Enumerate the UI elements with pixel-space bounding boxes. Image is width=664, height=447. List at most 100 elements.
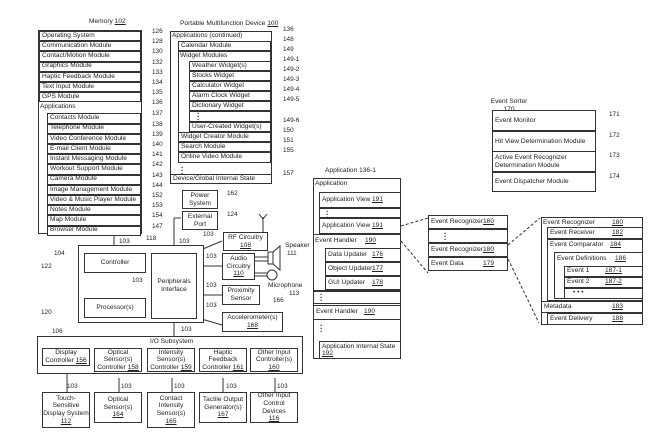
device-module-item: Search Module (178, 142, 271, 153)
memory-title: Memory 102 (89, 18, 126, 25)
bus-ref: 103 (206, 253, 217, 260)
ref-number: 182 (612, 228, 624, 236)
processor-ref: 120 (41, 309, 52, 316)
controller-label-line: Controller 161 (202, 364, 243, 372)
label: Event Delivery (550, 314, 593, 322)
label: Event Monitor (495, 116, 536, 124)
label: Generator(s) (204, 403, 242, 411)
widget-item: Stocks Widget (189, 71, 271, 81)
app-module-item: Video & Music Player Module (47, 195, 141, 206)
ref-number: 143 (152, 171, 163, 179)
label: Intensity (158, 348, 184, 356)
label: Application View (322, 221, 371, 229)
application-title: Application 136-1 (325, 167, 376, 174)
label: Browser Module (50, 226, 98, 234)
label: Sensor(s) (156, 410, 186, 417)
label: Data Updater (328, 250, 368, 258)
app-module-item: Video Conference Module (47, 133, 141, 144)
ref-number: 153 (152, 202, 163, 210)
label: Operating System (42, 31, 95, 39)
label: Touch- (56, 394, 76, 402)
ref-number: 135 (152, 89, 163, 97)
label: Camera Module (50, 175, 97, 183)
label: Object Updater (328, 264, 373, 272)
event-sorter-title: Event Sorter 170 (490, 98, 528, 113)
label: Application Internal State (322, 343, 396, 350)
label: Weather Widget(s) (192, 61, 247, 69)
ref-number: 149-6 (283, 117, 300, 124)
label: Calculator Widget (192, 81, 245, 89)
vertical-ellipsis-icon: ... (181, 161, 184, 176)
label: Hit View Determination Module (495, 137, 586, 145)
bus-ref: 103 (121, 383, 132, 390)
label: Event Data (431, 259, 464, 267)
ref-number: 176 (372, 250, 384, 258)
vertical-ellipsis-icon: ... (444, 227, 447, 242)
ref-number: 132 (152, 58, 163, 66)
ref-number: 155 (283, 147, 294, 155)
bus-ref: 103 (67, 383, 78, 390)
label: Online Video Module (181, 153, 243, 161)
bus-ref: 103 (181, 326, 192, 333)
label: Communication Module (42, 41, 112, 49)
ref-number: 180 (483, 217, 495, 225)
widget-modules-label: Widget Modules (180, 52, 228, 59)
applications-continued-label: Applications (continued) (172, 32, 243, 39)
memory-item: GPS Module (39, 92, 141, 103)
label: Display (55, 349, 77, 357)
io-title: I/O Subsystem (150, 338, 194, 345)
ref-number: 140 (152, 141, 163, 148)
label: Display System (43, 410, 89, 417)
event-definitions-ellipsis: • • • (564, 288, 643, 299)
label: Video Conference Module (50, 134, 127, 142)
speaker-label: Speaker (285, 242, 310, 249)
app-module-item: Instant Messaging Module (47, 154, 141, 165)
event-sorter-item: Hit View Determination Module (492, 131, 596, 152)
bus-ref: 103 (203, 231, 214, 238)
bus-ref: 103 (226, 383, 237, 390)
event-data: Event Data 179 (428, 257, 508, 271)
label: Event Dispatcher Module (495, 178, 569, 186)
label: Metadata (544, 302, 572, 310)
vertical-ellipsis-icon: ... (197, 107, 200, 122)
ref-number: 157 (283, 170, 294, 177)
label: Text Input Module (42, 82, 95, 90)
label: Controller(s) (255, 356, 293, 364)
ref-number: 179 (483, 259, 495, 267)
label: GPS Module (42, 92, 80, 100)
ref-number: 149-2 (283, 66, 300, 73)
ref-number: 174 (609, 173, 620, 180)
label: Sensor(s) (103, 403, 133, 411)
handler-ellipsis-row (313, 291, 401, 304)
ref-number: 142 (152, 161, 163, 169)
label: Tactile Output (202, 396, 244, 404)
label: Sensitive (52, 402, 80, 410)
label: Event Handler (316, 308, 358, 316)
ref-number: 130 (152, 48, 163, 56)
label: Dictionary Widget (192, 101, 244, 109)
label: Workout Support Module (50, 165, 123, 173)
ref-number: 154 (152, 212, 163, 220)
label: Intensity (158, 402, 184, 410)
app-module-item: Telephone Module (47, 123, 141, 134)
ref-number: 112 (60, 417, 72, 425)
device-module-item: Online Video Module (178, 152, 271, 163)
ref-number: 178 (372, 278, 384, 286)
recognizer-ellipsis-row (428, 229, 508, 243)
label: Contact/Motion Module (42, 52, 110, 60)
label: User-Created Widget(s) (192, 122, 262, 130)
label: • • • (573, 289, 584, 297)
memory-item: Haptic Feedback Module (39, 71, 141, 82)
ref-number: 136 (283, 26, 294, 33)
ref-number: 151 (283, 137, 294, 145)
ref-number: 150 (283, 127, 294, 134)
